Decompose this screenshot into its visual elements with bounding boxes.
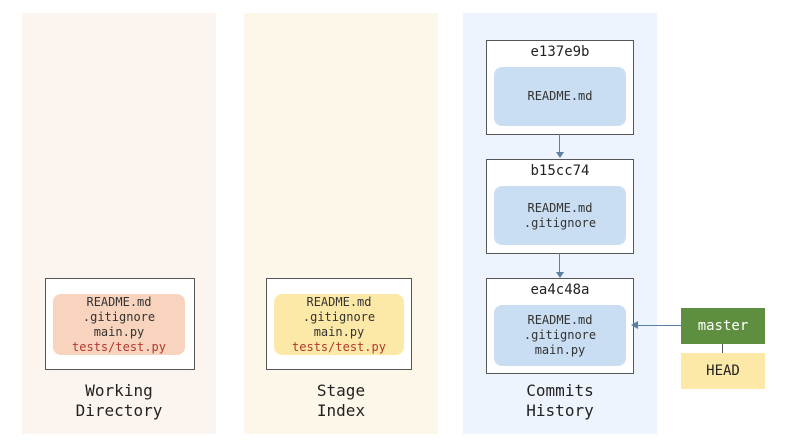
commit-hash: ea4c48a [530,282,590,298]
working-directory-column: README.md .gitignore main.py tests/test.… [22,13,216,434]
parent-link-line [559,253,560,272]
commit-files: README.md [494,67,626,126]
file-tests-test-py: tests/test.py [72,339,166,354]
file-main-py: main.py [313,324,365,339]
stage-index-label: Stage Index [316,381,366,420]
file-readme: README.md [86,294,152,309]
parent-link-arrowhead [556,272,564,278]
file-gitignore: .gitignore [82,309,156,324]
stage-index-files: README.md .gitignore main.py tests/test.… [274,294,404,355]
file-gitignore: .gitignore [302,309,376,324]
file-main-py: main.py [93,324,145,339]
parent-link-line [559,134,560,152]
commits-history-column: e137e9b README.md b15cc74 README.md .git… [463,13,657,434]
commit-ea4c48a: ea4c48a README.md .gitignore main.py [486,278,634,374]
working-directory-files: README.md .gitignore main.py tests/test.… [53,294,185,355]
commit-files: README.md .gitignore main.py [494,305,626,366]
head-pointer-label: HEAD [681,353,765,389]
head-to-branch-line [722,344,723,353]
master-branch-label: master [681,308,765,344]
parent-link-arrowhead [556,152,564,158]
commit-hash: e137e9b [530,44,590,60]
file-readme: README.md [306,294,372,309]
stage-index-frame: README.md .gitignore main.py tests/test.… [266,278,412,370]
file-tests-test-py: tests/test.py [292,339,386,354]
working-directory-label: Working Directory [75,381,163,420]
branch-pointer-line [637,325,681,326]
commits-history-label: Commits History [526,381,594,420]
commit-hash: b15cc74 [530,163,590,179]
commit-e137e9b: e137e9b README.md [486,40,634,135]
commit-b15cc74: b15cc74 README.md .gitignore [486,159,634,254]
branch-pointer-arrowhead [631,321,638,329]
stage-index-column: README.md .gitignore main.py tests/test.… [244,13,438,434]
commit-files: README.md .gitignore [494,186,626,245]
working-directory-frame: README.md .gitignore main.py tests/test.… [45,278,195,370]
